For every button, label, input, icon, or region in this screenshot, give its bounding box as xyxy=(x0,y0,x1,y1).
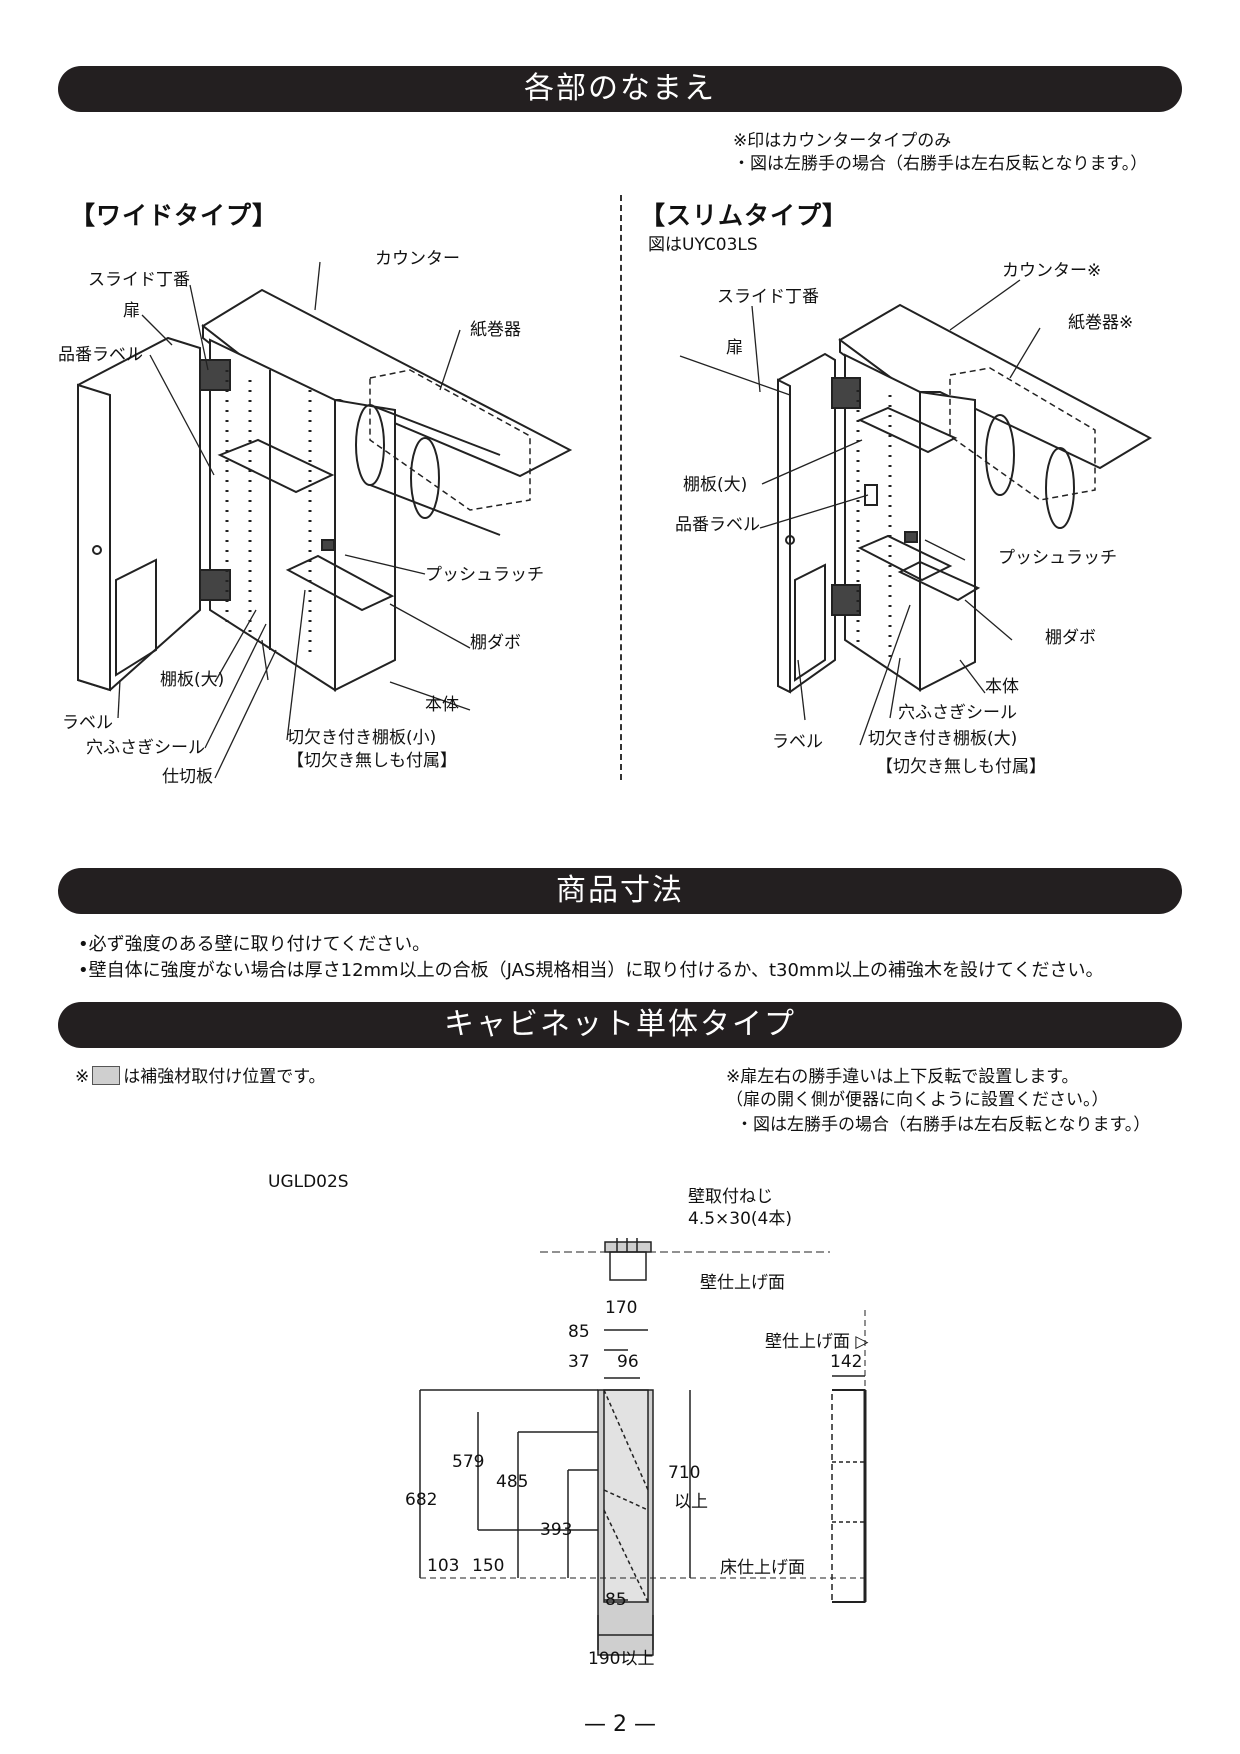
note-door-flip: ※扉左右の勝手違いは上下反転で設置します。 xyxy=(726,1067,1079,1087)
wide-label-slide-hinge: スライド丁番 xyxy=(88,270,190,290)
note-counter-only: ※印はカウンタータイプのみ xyxy=(733,131,952,151)
wide-label-counter: カウンター xyxy=(375,249,460,269)
slim-label-body: 本体 xyxy=(985,677,1019,697)
note-left-hand-cabinet: ・図は左勝手の場合（右勝手は左右反転となります。） xyxy=(736,1115,1151,1135)
bullet-plywood: •壁自体に強度がない場合は厚さ12mm以上の合板（JAS規格相当）に取り付けるか… xyxy=(78,960,1104,981)
dim-85-bottom: 85 xyxy=(605,1590,627,1610)
note-reinforcement: ※ は補強材取付け位置です。 xyxy=(75,1062,326,1087)
dim-96: 96 xyxy=(617,1352,639,1372)
slim-label-part-label: 品番ラベル xyxy=(675,515,760,535)
wide-type-heading: 【ワイドタイプ】 xyxy=(70,201,279,230)
dim-682: 682 xyxy=(405,1490,438,1510)
dim-485: 485 xyxy=(496,1472,529,1492)
dim-150: 150 xyxy=(472,1556,505,1576)
screw-spec: 4.5×30(4本) xyxy=(688,1209,792,1229)
slim-label-shelf-dowel: 棚ダボ xyxy=(1045,628,1096,648)
wide-label-push-latch: プッシュラッチ xyxy=(425,565,544,585)
wide-label-part-label: 品番ラベル xyxy=(58,345,143,365)
wall-surface-side: 壁仕上げ面 ▷ xyxy=(765,1332,869,1352)
slim-cabinet-illustration xyxy=(679,279,1153,746)
floor-surface: 床仕上げ面 xyxy=(720,1558,805,1578)
dim-190: 190以上 xyxy=(588,1649,655,1669)
dim-710: 710 xyxy=(668,1463,701,1483)
type-divider xyxy=(620,195,622,780)
slim-type-heading: 【スリムタイプ】 xyxy=(640,201,849,230)
dim-710-suffix: 以上 xyxy=(674,1492,708,1512)
dim-579: 579 xyxy=(452,1452,485,1472)
slim-label-notched-shelf: 切欠き付き棚板(大) xyxy=(868,729,1018,749)
wide-label-door: 扉 xyxy=(123,301,140,321)
slim-model-note: 図はUYC03LS xyxy=(648,235,758,255)
wide-label-body: 本体 xyxy=(425,695,459,715)
dim-103: 103 xyxy=(427,1556,460,1576)
slim-label-counter: カウンター※ xyxy=(1002,261,1102,281)
slim-label-door: 扉 xyxy=(726,338,743,358)
slim-label-push-latch: プッシュラッチ xyxy=(998,548,1117,568)
dim-170: 170 xyxy=(605,1298,638,1318)
slim-label-hole-seal: 穴ふさぎシール xyxy=(898,703,1017,723)
dim-37: 37 xyxy=(568,1352,590,1372)
note-reinforcement-text: は補強材取付け位置です。 xyxy=(123,1067,326,1087)
slim-label-no-notch: 【切欠き無しも付属】 xyxy=(876,757,1046,777)
slim-label-slide-hinge: スライド丁番 xyxy=(717,287,819,307)
section-header-dimensions: 商品寸法 xyxy=(58,868,1182,914)
page-number: — 2 — xyxy=(584,1712,656,1737)
wide-label-no-notch: 【切欠き無しも付属】 xyxy=(287,751,457,771)
wide-label-shelf-dowel: 棚ダボ xyxy=(470,633,521,653)
wide-label-partition: 仕切板 xyxy=(162,767,213,787)
dim-393: 393 xyxy=(540,1520,573,1540)
wide-label-hole-seal: 穴ふさぎシール xyxy=(86,738,205,758)
wide-label-paper-holder: 紙巻器 xyxy=(470,320,521,340)
dim-85: 85 xyxy=(568,1322,590,1342)
slim-label-label: ラベル xyxy=(772,732,823,752)
note-door-flip-sub: （扉の開く側が便器に向くように設置ください。） xyxy=(726,1090,1109,1110)
slim-label-shelf-large: 棚板(大) xyxy=(683,475,748,495)
note-reinforcement-prefix: ※ xyxy=(75,1067,90,1087)
dim-142: 142 xyxy=(830,1352,863,1372)
reinforcement-swatch xyxy=(92,1066,121,1085)
wide-cabinet-illustration xyxy=(77,261,573,779)
section-header-parts: 各部のなまえ xyxy=(58,66,1182,112)
slim-label-paper-holder: 紙巻器※ xyxy=(1068,313,1134,333)
bullet-strong-wall: •必ず強度のある壁に取り付けてください。 xyxy=(78,934,431,955)
section-header-cabinet: キャビネット単体タイプ xyxy=(58,1002,1182,1048)
dimension-drawing xyxy=(419,1238,870,1656)
wide-label-shelf-large: 棚板(大) xyxy=(160,670,225,690)
note-left-hand: ・図は左勝手の場合（右勝手は左右反転となります。） xyxy=(733,154,1148,174)
wide-label-notched-shelf: 切欠き付き棚板(小) xyxy=(287,728,437,748)
screw-name: 壁取付ねじ xyxy=(688,1187,773,1207)
drawing-model: UGLD02S xyxy=(268,1172,349,1192)
wall-surface-top: 壁仕上げ面 xyxy=(700,1273,785,1293)
wide-label-label: ラベル xyxy=(62,713,113,733)
